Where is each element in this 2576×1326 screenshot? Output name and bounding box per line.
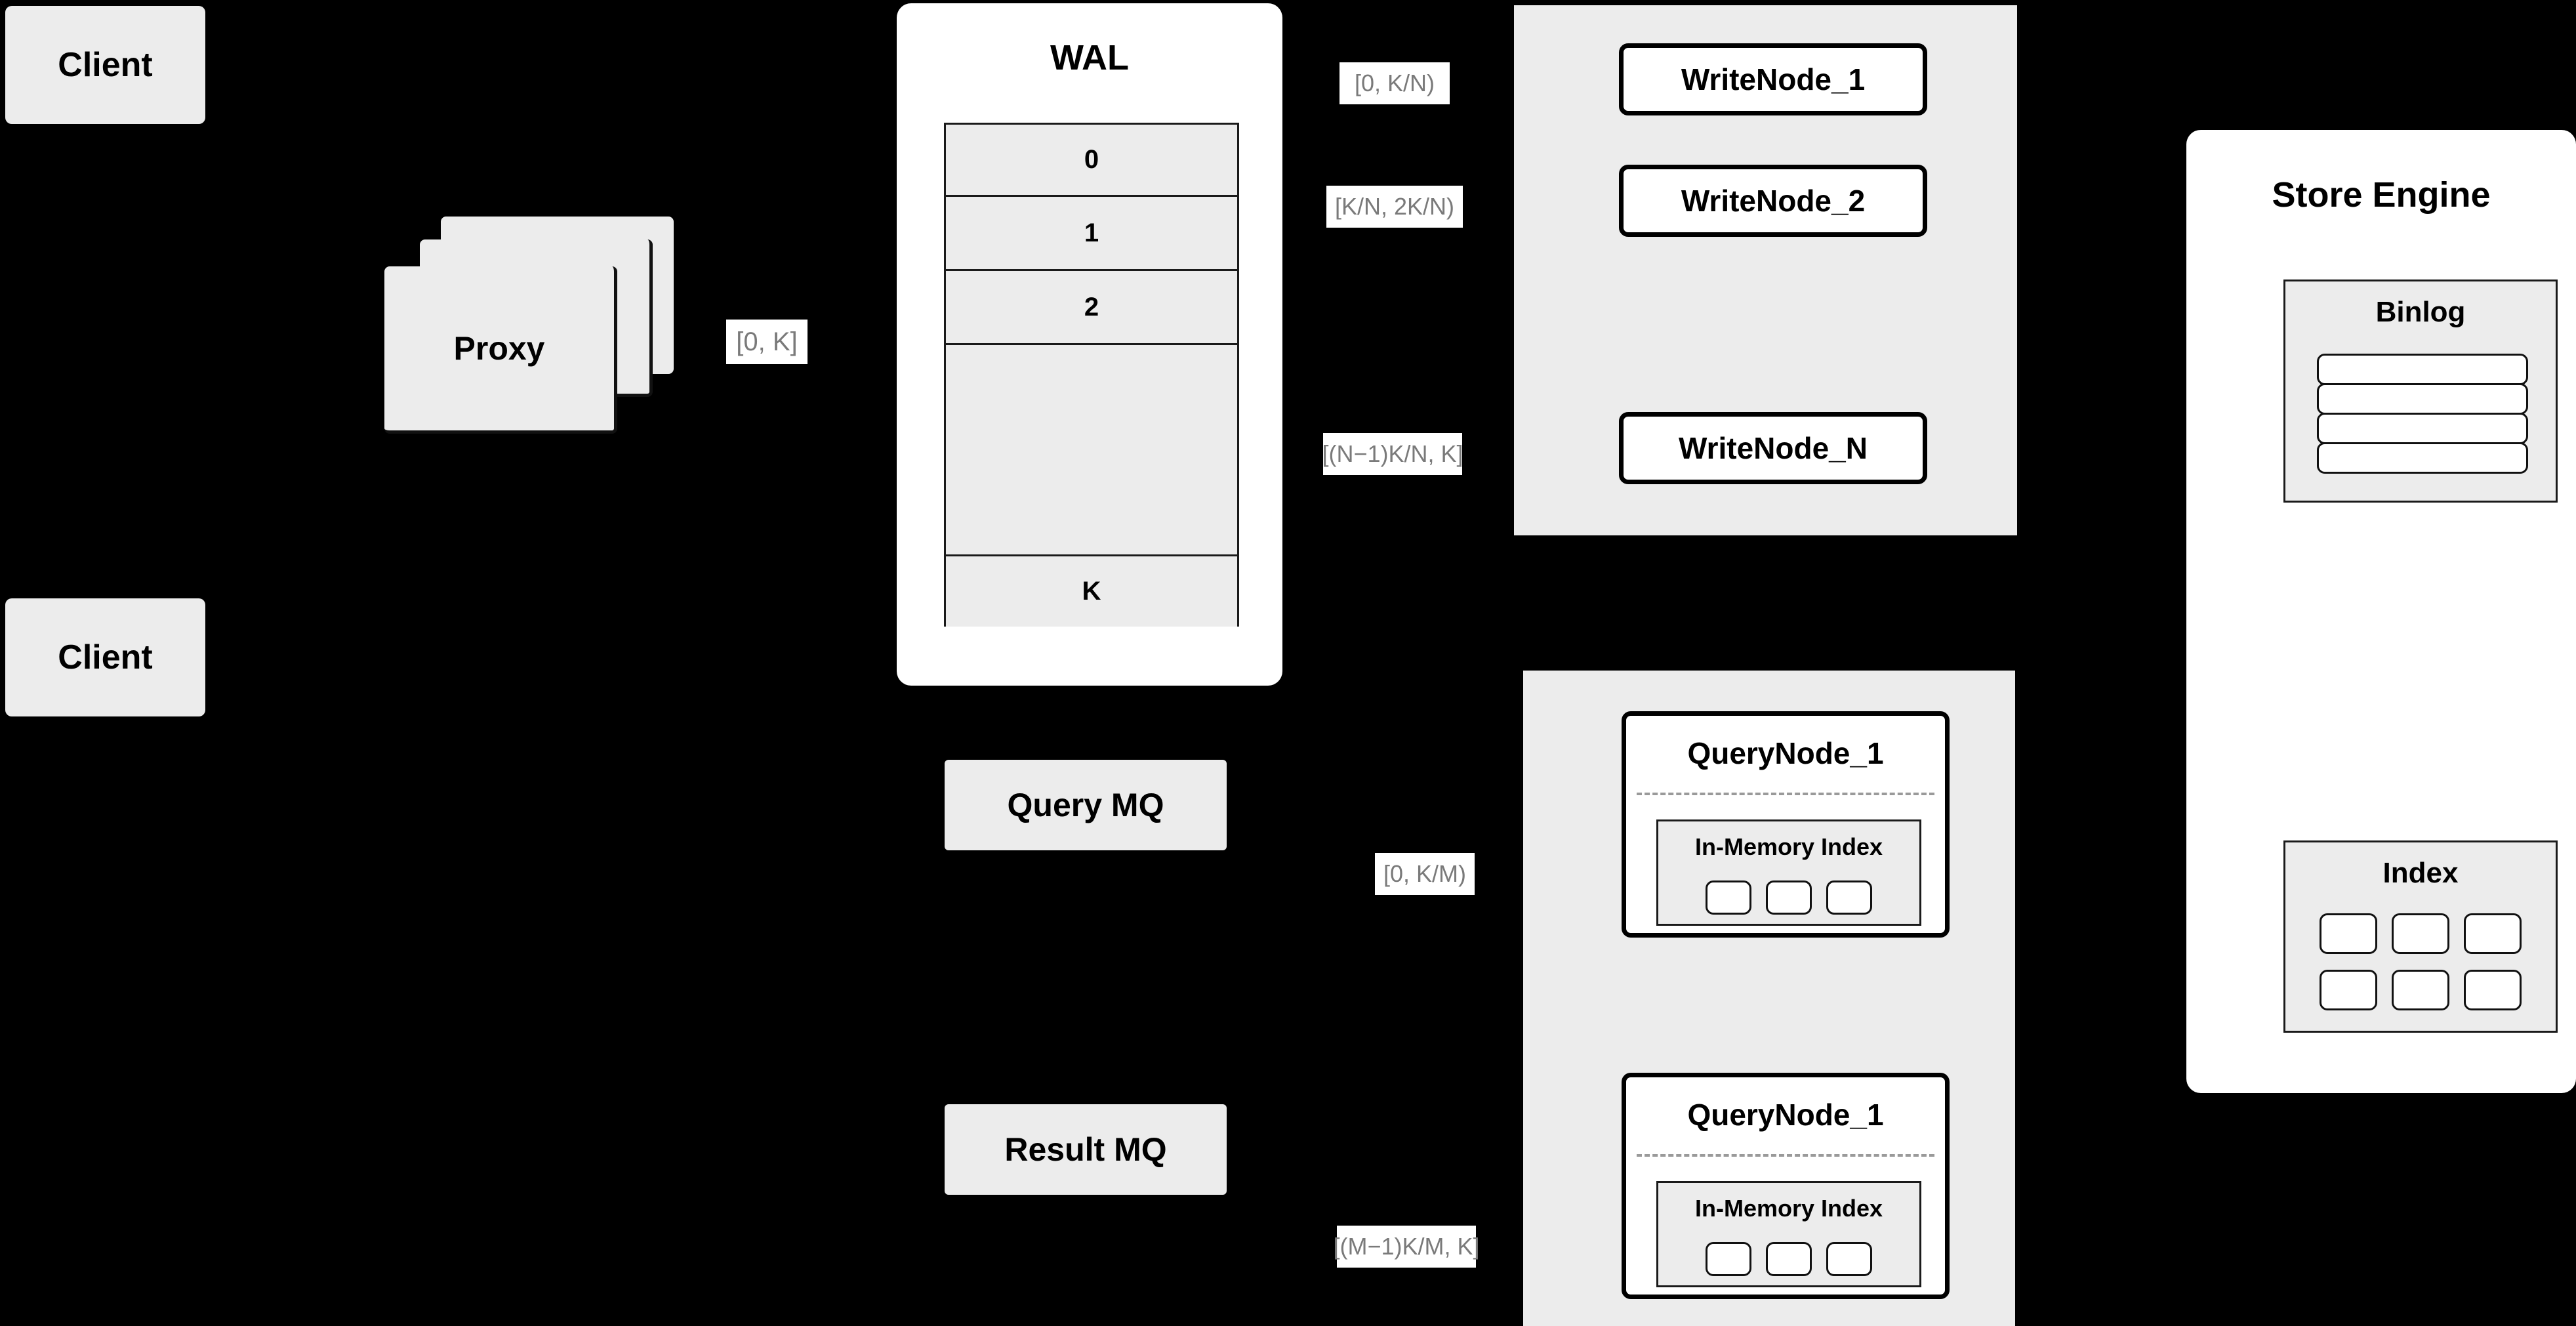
wal-title: WAL bbox=[1050, 38, 1129, 77]
binlog-row[interactable] bbox=[2317, 413, 2528, 444]
store-engine-panel: Store Engine Binlog Index bbox=[2186, 130, 2576, 1093]
write-node-2-range-label: [K/N, 2K/N) bbox=[1326, 186, 1463, 228]
proxy-label: Proxy bbox=[453, 330, 545, 367]
result-mq-label: Result MQ bbox=[1004, 1131, 1167, 1168]
write-node-n-range-label: [(N−1)K/N, K] bbox=[1322, 433, 1463, 475]
query-mq-box[interactable]: Query MQ bbox=[945, 760, 1227, 850]
index-box: Index bbox=[2283, 840, 2558, 1033]
query-mq-label: Query MQ bbox=[1007, 787, 1164, 823]
index-cell[interactable] bbox=[1766, 881, 1812, 915]
wal-row[interactable]: K bbox=[946, 556, 1237, 627]
query-node-m[interactable]: QueryNode_1 In-Memory Index bbox=[1622, 1073, 1950, 1299]
client-box-top[interactable]: Client bbox=[5, 6, 205, 124]
write-node-1-range-label: [0, K/N) bbox=[1339, 62, 1450, 104]
index-cell[interactable] bbox=[1826, 1242, 1872, 1276]
index-cell[interactable] bbox=[1706, 881, 1751, 915]
in-memory-index-box: In-Memory Index bbox=[1656, 819, 1921, 926]
query-node-divider bbox=[1637, 1154, 1934, 1157]
binlog-title: Binlog bbox=[2375, 296, 2466, 328]
write-node-group: WriteNode_1 WriteNode_2 WriteNode_N bbox=[1514, 5, 2017, 535]
index-cell[interactable] bbox=[2320, 913, 2377, 954]
query-node-label: QueryNode_1 bbox=[1687, 1098, 1884, 1132]
in-memory-index-box: In-Memory Index bbox=[1656, 1181, 1921, 1287]
client-label: Client bbox=[58, 638, 153, 676]
client-box-bottom[interactable]: Client bbox=[5, 598, 205, 716]
wal-table: 0 1 2 K bbox=[944, 123, 1239, 627]
query-node-label: QueryNode_1 bbox=[1687, 736, 1884, 770]
query-node-1-range-label: [0, K/M) bbox=[1375, 853, 1475, 895]
proxy-range-label: [0, K] bbox=[726, 320, 808, 364]
index-cell[interactable] bbox=[2392, 970, 2449, 1010]
index-cell[interactable] bbox=[1766, 1242, 1812, 1276]
binlog-row[interactable] bbox=[2317, 442, 2528, 474]
wal-row[interactable]: 2 bbox=[946, 271, 1237, 345]
index-cell[interactable] bbox=[2392, 913, 2449, 954]
binlog-row[interactable] bbox=[2317, 354, 2528, 385]
write-node-label: WriteNode_1 bbox=[1681, 62, 1866, 96]
write-node-label: WriteNode_2 bbox=[1681, 184, 1866, 218]
query-node-m-range-label: [(M−1)K/M, K] bbox=[1333, 1226, 1480, 1268]
query-node-divider bbox=[1637, 793, 1934, 795]
wal-row-ellipsis bbox=[946, 345, 1237, 556]
index-cell[interactable] bbox=[1826, 881, 1872, 915]
in-memory-index-title: In-Memory Index bbox=[1694, 833, 1883, 860]
write-node-1[interactable]: WriteNode_1 bbox=[1619, 43, 1927, 115]
index-title: Index bbox=[2382, 857, 2459, 889]
client-label: Client bbox=[58, 46, 153, 84]
index-cell[interactable] bbox=[2320, 970, 2377, 1010]
index-cell[interactable] bbox=[2464, 913, 2522, 954]
binlog-row[interactable] bbox=[2317, 383, 2528, 415]
wal-row[interactable]: 0 bbox=[946, 125, 1237, 197]
store-engine-title: Store Engine bbox=[2272, 175, 2491, 215]
in-memory-index-title: In-Memory Index bbox=[1694, 1195, 1883, 1222]
wal-panel: WAL 0 1 2 K bbox=[897, 3, 1282, 686]
write-node-2[interactable]: WriteNode_2 bbox=[1619, 165, 1927, 237]
index-cell[interactable] bbox=[1706, 1242, 1751, 1276]
write-node-n[interactable]: WriteNode_N bbox=[1619, 412, 1927, 484]
binlog-box: Binlog bbox=[2283, 280, 2558, 503]
result-mq-box[interactable]: Result MQ bbox=[945, 1104, 1227, 1195]
index-cell[interactable] bbox=[2464, 970, 2522, 1010]
query-node-1[interactable]: QueryNode_1 In-Memory Index bbox=[1622, 711, 1950, 938]
proxy-card-front[interactable]: Proxy bbox=[384, 266, 617, 434]
query-node-group: QueryNode_1 In-Memory Index QueryNode_1 … bbox=[1523, 671, 2015, 1326]
wal-row[interactable]: 1 bbox=[946, 197, 1237, 271]
write-node-label: WriteNode_N bbox=[1679, 431, 1868, 465]
